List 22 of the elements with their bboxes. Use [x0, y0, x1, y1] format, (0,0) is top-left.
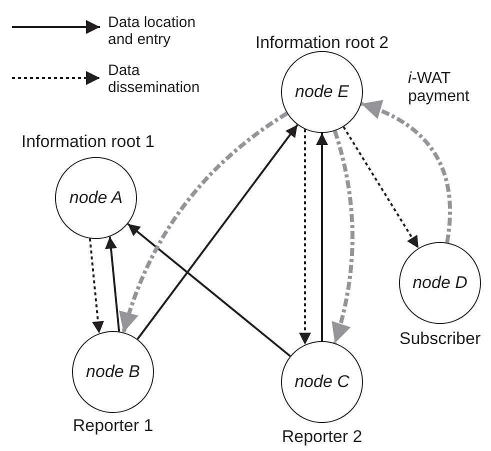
node-label: node E — [295, 82, 349, 102]
arrow — [316, 133, 328, 341]
node-caption: Subscriber — [399, 329, 481, 349]
node-label: node A — [69, 188, 123, 208]
legend-label: Data dissemination — [108, 62, 201, 96]
node-label: node C — [294, 372, 350, 392]
node-label: node B — [86, 362, 140, 382]
node-label: node D — [412, 273, 468, 293]
node-caption: Information root 2 — [255, 33, 389, 53]
node-caption: Information root 1 — [21, 132, 155, 152]
node-caption: Reporter 1 — [72, 416, 154, 436]
node-caption: Reporter 2 — [282, 427, 362, 447]
arrow — [331, 130, 354, 344]
arrow — [360, 100, 452, 243]
arrow — [136, 124, 298, 340]
arrow — [299, 129, 311, 345]
arrow — [127, 223, 291, 357]
legend-label: Data location and entry — [108, 14, 197, 48]
arrow — [342, 126, 420, 249]
arrow — [88, 238, 104, 334]
arrow — [105, 236, 120, 332]
arrow — [120, 112, 288, 333]
